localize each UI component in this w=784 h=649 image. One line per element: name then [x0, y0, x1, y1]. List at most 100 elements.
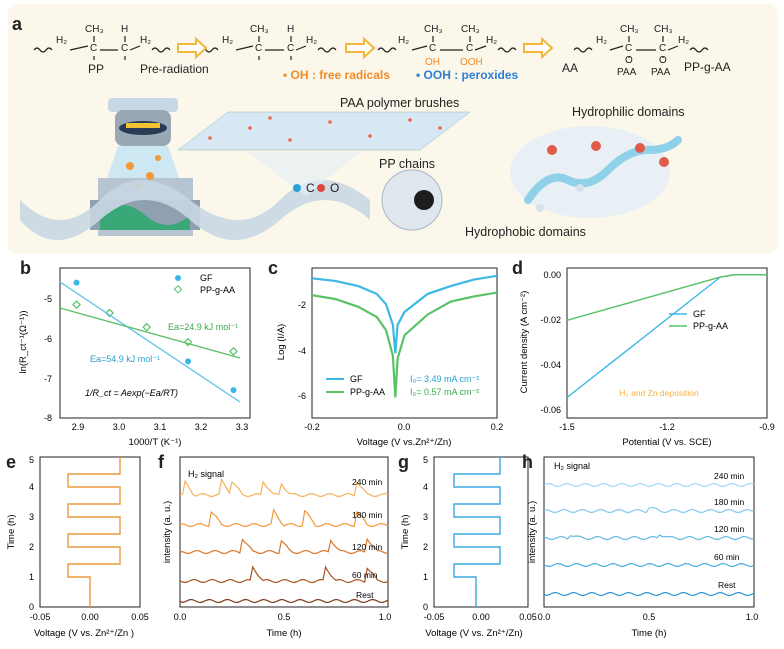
y-axis-label: intensity (a. u.): [162, 501, 173, 563]
tick-label-y: 2: [423, 542, 428, 552]
tick-label-y: -4: [298, 346, 306, 356]
tick-label-x: 3.3: [236, 422, 249, 432]
h2-trace: [179, 477, 389, 498]
panel-label-h: h: [522, 452, 533, 472]
chem-ch3: CH₃: [424, 24, 443, 35]
h2-trace: [543, 534, 755, 541]
tick-label-y: -8: [44, 413, 52, 423]
label-paa-brushes: PAA polymer brushes: [340, 96, 460, 110]
pp-roll: [381, 169, 443, 231]
trace-label: 240 min: [714, 471, 745, 481]
panel-label-g: g: [398, 452, 409, 472]
chem-h2: H₂: [222, 35, 234, 46]
label-pp-chains: PP chains: [379, 157, 436, 171]
panel-label-b: b: [20, 258, 31, 278]
chem-h2: H₂: [486, 35, 498, 46]
chem-o: O: [659, 55, 667, 66]
chem-h2: H₂: [140, 35, 152, 46]
chem-ch3: CH₃: [654, 24, 673, 35]
tick-label-y: 2: [29, 542, 34, 552]
tick-label-y: 5: [29, 455, 34, 465]
tick-label-x: 0.5: [643, 612, 656, 622]
chem-ch3: CH₃: [620, 24, 639, 35]
annotation-i0-ppgaa: I₀= 0.57 mA cm⁻²: [410, 387, 479, 397]
label-atom-c: C: [306, 181, 315, 195]
y-axis-label: Log (I/A): [276, 324, 287, 360]
tick-label-x: 0.00: [81, 612, 99, 622]
tick-label-y: 1: [423, 572, 428, 582]
chart-g: 0 1 2 3 4 5 -0.05 0.00 0.05 Voltage (V v…: [400, 455, 537, 639]
tick-label-y: -5: [44, 294, 52, 304]
tafel-line-gf: [311, 274, 498, 354]
y-axis-label: Current density (A cm⁻²): [519, 291, 530, 394]
fit-line-gf: [59, 281, 241, 403]
tick-label-x: 0.00: [472, 612, 490, 622]
chart-b: Ea=24.9 kJ mol⁻¹ Ea=54.9 kJ mol⁻¹ 1/R_ct…: [18, 267, 251, 448]
panel-label-d: d: [512, 258, 523, 278]
panel-label-e: e: [6, 452, 17, 472]
legend-d: GF PP-g-AA: [669, 309, 728, 331]
trace-label: 60 min: [714, 552, 740, 562]
chem-h2: H₂: [398, 35, 410, 46]
chart-h: H₂ signal 240 min 180 min 120 min 60 min…: [527, 456, 758, 639]
chem-paa: PAA: [651, 67, 671, 78]
x-axis-label: Time (h): [266, 628, 301, 639]
tick-label-x: 3.0: [113, 422, 126, 432]
tick-label-x: 0.05: [131, 612, 149, 622]
h2-trace: [179, 598, 389, 604]
tick-label-x: -0.2: [304, 422, 320, 432]
svg-text:PP-g-AA: PP-g-AA: [693, 321, 728, 331]
chem-o: O: [625, 55, 633, 66]
trace-label: Rest: [356, 590, 374, 600]
chem-ch3: CH₃: [85, 24, 104, 35]
chem-c: C: [121, 43, 129, 54]
chem-ch3: CH₃: [250, 24, 269, 35]
tick-label-x: -0.05: [424, 612, 445, 622]
tick-label-x: 0.0: [174, 612, 187, 622]
panel-label-c: c: [268, 258, 279, 278]
trace-label: Rest: [718, 580, 736, 590]
chem-paa: PAA: [617, 67, 637, 78]
panel-label-a: a: [12, 14, 23, 34]
svg-text:GF: GF: [200, 273, 213, 283]
tick-label-x: 0.05: [519, 612, 537, 622]
label-pp-g-aa: PP-g-AA: [684, 60, 731, 74]
fit-line-ppgaa: [59, 307, 241, 359]
point-ppgaa: [72, 300, 81, 310]
annotation-deposition: H₂ and Zn deposition: [619, 388, 699, 398]
svg-text:GF: GF: [350, 374, 363, 384]
tick-label-y: -0.04: [540, 360, 561, 370]
tick-label-x: -0.9: [759, 422, 775, 432]
h2-trace: [179, 507, 389, 528]
chem-h2: H₂: [56, 35, 68, 46]
tick-label-x: 0.5: [278, 612, 291, 622]
tick-label-y: -6: [44, 334, 52, 344]
y-axis-label: ln(R_ct⁻¹(Ω⁻¹)): [18, 310, 29, 373]
label-aa: AA: [562, 61, 579, 75]
tick-label-x: -0.05: [30, 612, 51, 622]
tick-label-y: 4: [29, 482, 34, 492]
h2-trace: [543, 562, 755, 568]
zoom-cone: [248, 152, 360, 196]
tick-label-y: -2: [298, 300, 306, 310]
x-axis-label: Voltage (V vs.Zn²⁺/Zn): [357, 437, 452, 448]
atom-c: [293, 184, 301, 192]
chem-h2: H₂: [596, 35, 608, 46]
label-hydrophilic: Hydrophilic domains: [572, 105, 685, 119]
svg-text:PP-g-AA: PP-g-AA: [200, 285, 235, 295]
chart-c: GF PP-g-AA I₀= 3.49 mA cm⁻² I₀= 0.57 mA …: [276, 267, 503, 448]
arrow-step2: [345, 36, 376, 60]
tick-label-x: -1.5: [559, 422, 575, 432]
annotation-i0-gf: I₀= 3.49 mA cm⁻²: [410, 374, 479, 384]
tick-label-y: 0: [29, 602, 34, 612]
label-atom-o: O: [330, 181, 340, 195]
chem-c: C: [429, 43, 437, 54]
chart-d: GF PP-g-AA H₂ and Zn deposition 0.00 -0.…: [519, 267, 775, 448]
chart-e: 0 1 2 3 4 5 -0.05 0.00 0.05 Voltage (V v…: [6, 455, 149, 639]
svg-text:GF: GF: [693, 309, 706, 319]
tick-label-x: 3.1: [154, 422, 167, 432]
tick-label-y: -0.02: [540, 315, 561, 325]
scheme-graphics: [20, 36, 709, 240]
point-gf: [230, 387, 237, 394]
x-axis-label: 1000/T (K⁻¹): [129, 437, 182, 448]
